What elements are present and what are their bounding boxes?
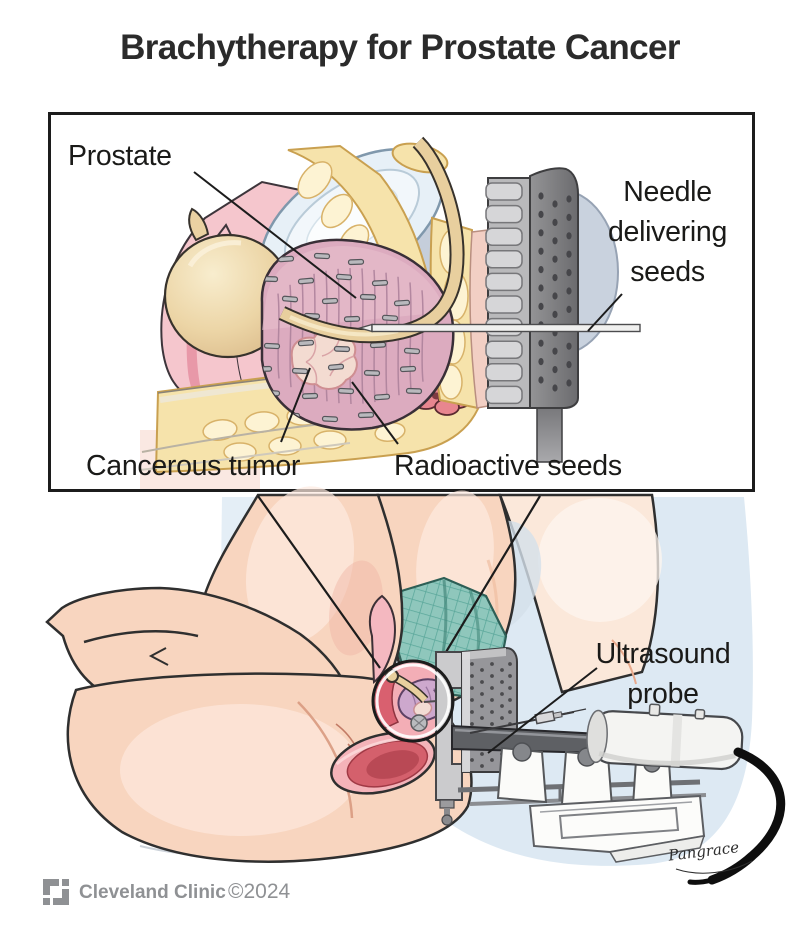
tissue-flap bbox=[368, 594, 396, 684]
procedure-scene bbox=[45, 486, 786, 885]
loaded-needle bbox=[469, 708, 587, 734]
probe-leader-line bbox=[487, 667, 598, 754]
footer: Cleveland Clinic ©2024 bbox=[0, 872, 800, 916]
buttocks bbox=[66, 672, 473, 863]
label-cancerous-tumor: Cancerous tumor bbox=[86, 450, 301, 482]
magnifier-circle bbox=[371, 659, 455, 743]
inset-illustration bbox=[139, 136, 641, 489]
footer-copyright: ©2024 bbox=[228, 880, 291, 903]
anal-opening bbox=[330, 731, 436, 795]
bladder bbox=[163, 207, 293, 359]
seeds-leader-line bbox=[351, 381, 399, 445]
probe-cable-end bbox=[687, 877, 715, 885]
right-calf bbox=[498, 493, 662, 694]
brachytherapy-equipment bbox=[435, 646, 786, 885]
label-needle-delivering-seeds: Needle delivering seeds bbox=[608, 176, 727, 288]
magnifier-circle-rim bbox=[375, 663, 451, 739]
probe-cable bbox=[707, 747, 786, 885]
radioactive-seeds-group bbox=[261, 252, 423, 423]
page-title: Brachytherapy for Prostate Cancer bbox=[120, 28, 680, 67]
urethra bbox=[278, 136, 465, 344]
label-ultrasound-probe: Ultrasound probe bbox=[595, 638, 731, 710]
probe-cradles bbox=[496, 742, 674, 810]
ultrasound-probe-body bbox=[586, 703, 744, 771]
signature-flourish bbox=[675, 860, 753, 874]
inset-panel bbox=[48, 112, 755, 492]
cleveland-clinic-logo bbox=[43, 879, 69, 905]
prostate-leader-line bbox=[193, 171, 357, 299]
footer-brand: Cleveland Clinic bbox=[79, 882, 226, 903]
magnifier-projection-lines bbox=[257, 495, 541, 669]
seed-needle bbox=[357, 323, 641, 333]
stepper-carriage bbox=[528, 794, 706, 863]
label-prostate: Prostate bbox=[68, 140, 172, 172]
needle-leader-line bbox=[587, 293, 623, 332]
label-radioactive-seeds: Radioactive seeds bbox=[394, 450, 622, 482]
torso-and-arm bbox=[45, 586, 354, 702]
tumor-leader-line bbox=[280, 367, 311, 443]
needle-template bbox=[485, 167, 579, 463]
